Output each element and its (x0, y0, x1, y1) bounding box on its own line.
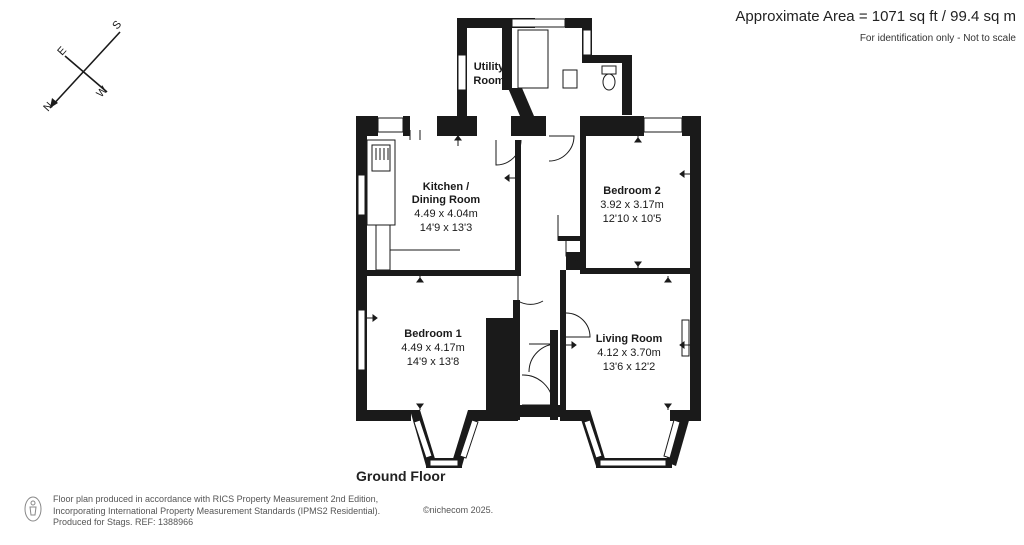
bedroom2-name: Bedroom 2 (603, 185, 660, 197)
compass-e: E (55, 45, 69, 58)
utility-name-1: Utility (474, 61, 505, 73)
kitchen-metric: 4.49 x 4.04m (414, 208, 478, 220)
room-label-kitchen: Kitchen / Dining Room 4.49 x 4.04m 14'9 … (412, 181, 481, 234)
compass-w: W (94, 84, 110, 100)
footer-line-3: Produced for Stags. REF: 1388966 (53, 517, 194, 527)
kitchen-counter-bottom (375, 224, 391, 271)
utility-name-2: Room (473, 75, 504, 87)
room-label-utility: Utility Room (473, 61, 505, 87)
bedroom2-metric: 3.92 x 3.17m (600, 199, 664, 211)
utility-sink (562, 69, 578, 89)
footer-notes: Floor plan produced in accordance with R… (53, 494, 493, 529)
bedroom1-name: Bedroom 1 (404, 328, 461, 340)
bedroom1-imperial: 14'9 x 13'8 (407, 356, 460, 368)
bedroom1-metric: 4.49 x 4.17m (401, 342, 465, 354)
approximate-area-title: Approximate Area = 1071 sq ft / 99.4 sq … (735, 8, 1016, 25)
living-name: Living Room (596, 333, 663, 345)
door-swings (495, 135, 591, 406)
windows (357, 18, 690, 467)
shower-tray (517, 29, 549, 89)
kitchen-counter (366, 139, 396, 226)
identification-disclaimer: For identification only - Not to scale (859, 33, 1016, 44)
compass-icon: N S E W (41, 19, 124, 114)
radiator-markers (367, 135, 690, 410)
room-label-living: Living Room 4.12 x 3.70m 13'6 x 12'2 (596, 333, 663, 373)
room-label-bedroom2: Bedroom 2 3.92 x 3.17m 12'10 x 10'5 (600, 185, 664, 225)
wc-cistern (601, 65, 617, 75)
room-label-bedroom1: Bedroom 1 4.49 x 4.17m 14'9 x 13'8 (401, 328, 465, 368)
living-imperial: 13'6 x 12'2 (603, 361, 656, 373)
kitchen-imperial: 14'9 x 13'3 (420, 222, 473, 234)
living-metric: 4.12 x 3.70m (597, 347, 661, 359)
footer-line-1: Floor plan produced in accordance with R… (53, 494, 379, 504)
kitchen-name-1: Kitchen / (423, 181, 469, 193)
nichecom-logo: ©nichecom 2025. (423, 505, 494, 515)
walls (356, 18, 701, 468)
wc-bowl (602, 73, 616, 91)
person-icon (24, 496, 42, 522)
cooker-icon (371, 144, 391, 172)
compass-s: S (110, 19, 124, 32)
kitchen-name-2: Dining Room (412, 194, 481, 206)
floor-label: Ground Floor (356, 468, 446, 484)
footer-line-2: Incorporating International Property Mea… (53, 505, 381, 516)
bedroom2-imperial: 12'10 x 10'5 (603, 213, 662, 225)
fixtures (366, 29, 617, 271)
